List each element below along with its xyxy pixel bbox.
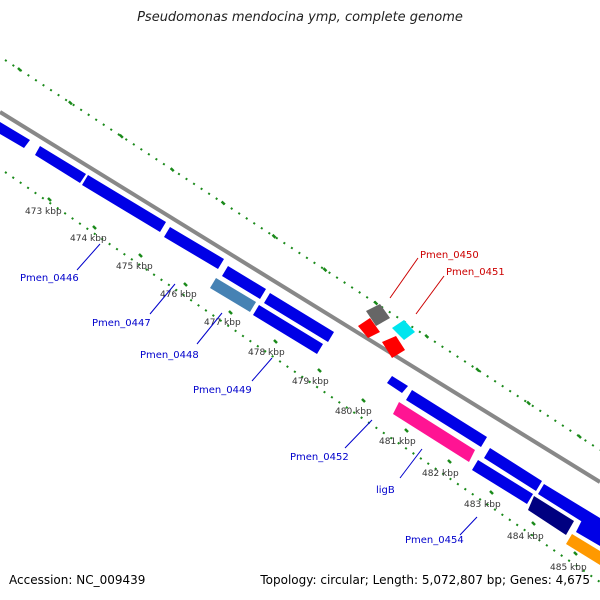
gene-label[interactable]: Pmen_0451	[446, 267, 505, 278]
inner-tick	[489, 490, 494, 495]
gene-block[interactable]	[392, 320, 415, 340]
outer-tick	[17, 67, 22, 72]
scale-label: 483 kbp	[464, 500, 501, 510]
outer-tick	[526, 400, 531, 406]
gene-features	[0, 122, 600, 565]
gene-block[interactable]	[484, 448, 542, 491]
gene-block[interactable]	[82, 175, 166, 232]
accession-text: Accession: NC_009439	[9, 573, 146, 587]
gene-block[interactable]	[406, 390, 487, 447]
scale-label: 477 kbp	[204, 318, 241, 328]
scale-label: 479 kbp	[292, 377, 329, 387]
inner-dotted-scale	[4, 171, 600, 583]
scale-label: 476 kbp	[160, 290, 197, 300]
gene-label[interactable]: Pmen_0452	[290, 452, 349, 463]
outer-tick	[220, 200, 226, 206]
gene-label[interactable]: Pmen_0454	[405, 535, 464, 546]
inner-tick	[361, 398, 366, 403]
scale-labels: 473 kbp 474 kbp 475 kbp 476 kbp 477 kbp 478 k…	[25, 207, 587, 573]
outer-tick	[118, 133, 124, 139]
gene-block[interactable]	[472, 460, 533, 504]
gene-block[interactable]	[382, 336, 405, 358]
scale-label: 481 kbp	[379, 437, 416, 447]
gene-labels: Pmen_0446Pmen_0447Pmen_0448Pmen_0449Pmen…	[20, 250, 505, 546]
backbone-line	[0, 110, 600, 484]
outer-dotted-ring	[4, 59, 600, 451]
leader-lines	[76, 243, 478, 536]
outer-tick	[271, 233, 277, 239]
inner-tick	[138, 253, 143, 258]
outer-tick	[424, 334, 430, 339]
inner-tick	[447, 459, 452, 464]
outer-tick	[577, 434, 582, 439]
gene-block[interactable]	[528, 496, 574, 535]
gene-block[interactable]	[387, 376, 408, 393]
inner-tick	[228, 310, 233, 315]
scale-label: 480 kbp	[335, 407, 372, 417]
gene-label[interactable]: Pmen_0448	[140, 350, 199, 361]
outer-tick	[322, 267, 328, 273]
inner-tick-marks	[47, 197, 578, 556]
scale-label: 475 kbp	[116, 262, 153, 272]
outer-tick	[169, 167, 175, 172]
inner-tick	[317, 368, 322, 373]
scale-label: 478 kbp	[248, 348, 285, 358]
genome-summary-text: Topology: circular; Length: 5,072,807 bp…	[260, 573, 590, 587]
scale-label: 474 kbp	[70, 234, 107, 244]
inner-tick	[404, 428, 409, 433]
gene-label[interactable]: Pmen_0447	[92, 318, 151, 329]
gene-label[interactable]: Pmen_0446	[20, 273, 79, 284]
gene-label[interactable]: Pmen_0449	[193, 385, 252, 396]
inner-tick	[273, 339, 278, 344]
inner-tick	[573, 551, 578, 556]
scale-label: 473 kbp	[25, 207, 62, 217]
gene-block[interactable]	[538, 484, 600, 533]
gene-label[interactable]: Pmen_0450	[420, 250, 479, 261]
map-title: Pseudomonas mendocina ymp, complete geno…	[137, 10, 463, 25]
gene-block[interactable]	[210, 278, 256, 312]
gene-block[interactable]	[222, 266, 266, 299]
scale-label: 482 kbp	[422, 469, 459, 479]
gene-block[interactable]	[366, 304, 390, 326]
gene-block[interactable]	[566, 534, 600, 565]
gene-block[interactable]	[358, 318, 380, 338]
gene-block[interactable]	[253, 305, 323, 354]
inner-tick	[183, 282, 188, 287]
gene-label[interactable]: ligB	[376, 485, 395, 496]
gene-block[interactable]	[264, 293, 334, 342]
outer-tick-marks	[17, 67, 582, 439]
gene-block[interactable]	[164, 227, 224, 269]
gene-block[interactable]	[35, 146, 86, 183]
scale-label: 485 kbp	[550, 563, 587, 573]
scale-label: 484 kbp	[507, 532, 544, 542]
gene-block[interactable]	[0, 122, 30, 148]
inner-tick	[47, 197, 52, 202]
inner-tick	[531, 521, 536, 526]
outer-tick	[68, 100, 73, 106]
gene-block[interactable]	[393, 402, 475, 462]
gene-block[interactable]	[576, 520, 600, 546]
outer-tick	[373, 300, 379, 306]
inner-tick	[92, 225, 97, 230]
outer-tick	[475, 367, 481, 373]
